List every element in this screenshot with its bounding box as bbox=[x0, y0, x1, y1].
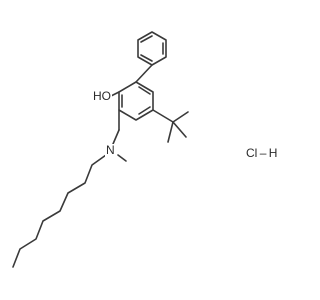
nitrogen-label: N bbox=[105, 143, 116, 157]
phenyl-ring bbox=[137, 31, 167, 66]
n-methyl-bond bbox=[117, 154, 127, 162]
phenol-ring bbox=[118, 81, 154, 121]
hydroxyl-bond bbox=[110, 91, 120, 97]
skeletal-formula bbox=[12, 31, 189, 268]
octyl-chain bbox=[12, 154, 107, 268]
hydrochloride-label: Cl – H bbox=[245, 146, 279, 160]
ch2-n-bond bbox=[112, 129, 120, 145]
structure-canvas: HO N Cl – H bbox=[12, 31, 279, 268]
tert-butyl-group bbox=[152, 109, 189, 143]
hydroxyl-label: HO bbox=[92, 89, 112, 103]
biaryl-bond bbox=[135, 64, 153, 83]
